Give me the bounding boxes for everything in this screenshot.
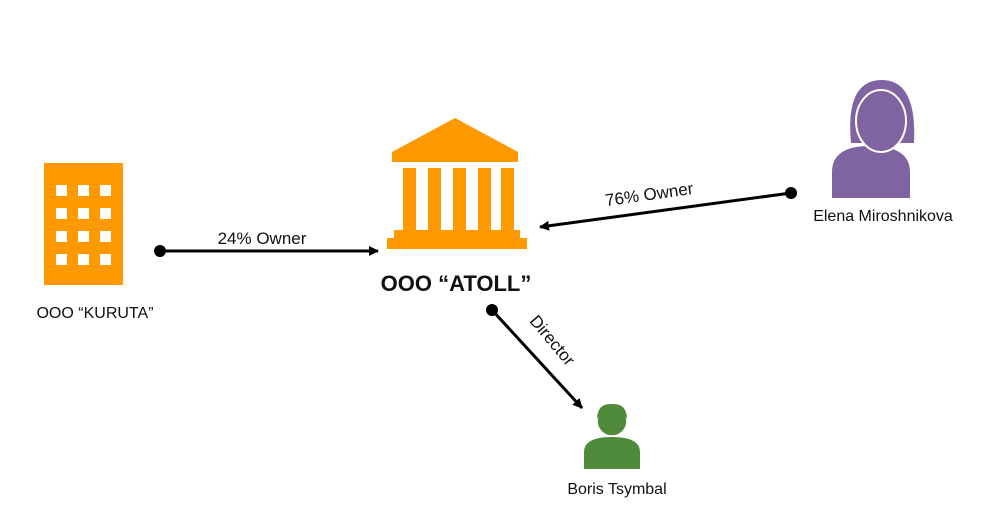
edge-kuruta-atoll: [154, 245, 379, 257]
edge-atoll-boris: [486, 304, 584, 410]
male-person-icon: [584, 403, 640, 469]
edge-start-dot: [486, 304, 498, 316]
edge-start-dot: [785, 187, 797, 199]
edge-label-24-owner: 24% Owner: [218, 229, 307, 248]
node-label-kuruta: OOO “KURUTA”: [36, 305, 153, 322]
edge-elena-atoll: [539, 187, 797, 231]
edge-label-director: Director: [526, 312, 579, 370]
edge-start-dot: [154, 245, 166, 257]
office-building-icon: [44, 163, 123, 285]
bank-building-icon: [387, 118, 527, 249]
edge-label-76-owner: 76% Owner: [604, 179, 695, 210]
node-label-atoll: OOO “ATOLL”: [381, 271, 532, 296]
female-person-icon: [832, 80, 915, 198]
node-label-boris: Boris Tsymbal: [567, 481, 666, 498]
node-label-elena: Elena Miroshnikova: [813, 208, 953, 225]
